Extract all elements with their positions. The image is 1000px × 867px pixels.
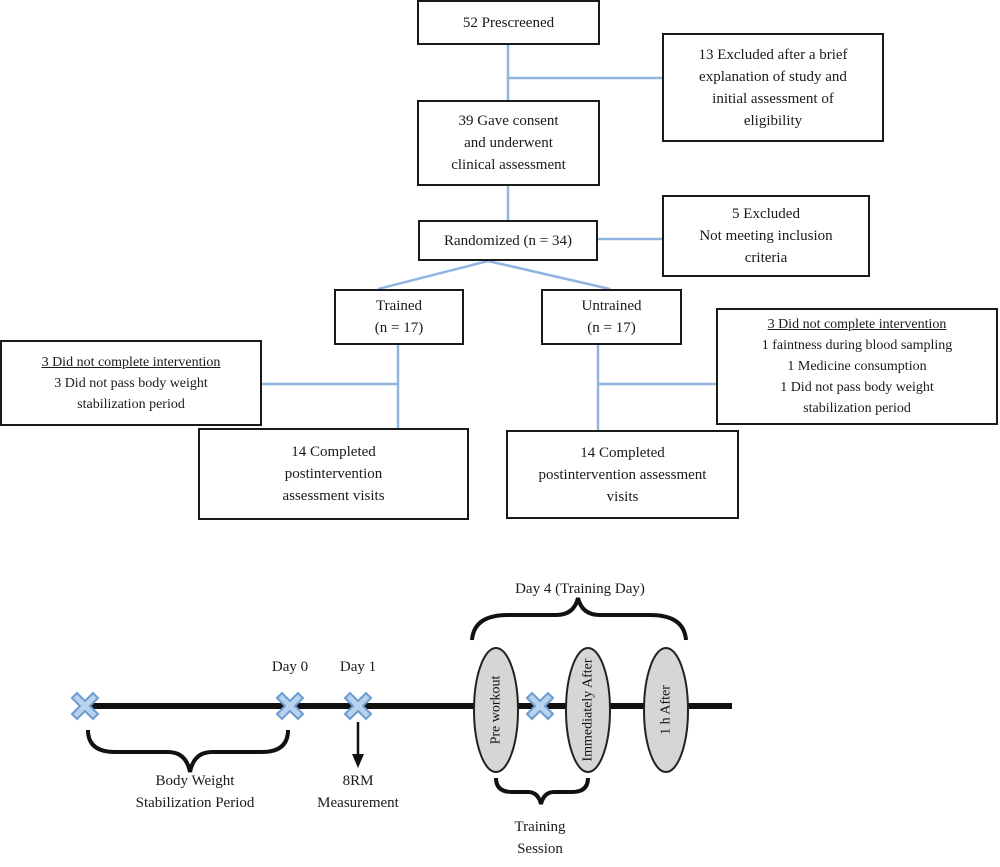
box-randomized: Randomized (n = 34) xyxy=(418,220,598,261)
untrained-dropout-line: 1 Did not pass body weight xyxy=(780,380,934,395)
untrained-dropout-line: 1 Medicine consumption xyxy=(787,359,927,374)
x-marker-start xyxy=(70,691,100,721)
trained-completed-line: postintervention xyxy=(284,466,383,482)
box-trained-dropout: 3 Did not complete intervention 3 Did no… xyxy=(0,340,262,426)
x-marker-day1 xyxy=(343,691,373,721)
untrained-count: (n = 17) xyxy=(587,320,636,336)
oval-pre-workout xyxy=(473,647,519,773)
box-untrained-completed: 14 Completed postintervention assessment… xyxy=(506,430,739,519)
stabilization-line: Stabilization Period xyxy=(135,795,255,811)
untrained-dropout-heading: 3 Did not complete intervention xyxy=(767,317,947,332)
excluded2-line: Not meeting inclusion xyxy=(699,228,833,244)
box-excluded-inclusion: 5 Excluded Not meeting inclusion criteri… xyxy=(662,195,870,277)
day-markers xyxy=(70,691,555,721)
excluded1-line: 13 Excluded after a brief xyxy=(698,46,848,63)
measurement-label: 8RM Measurement xyxy=(298,770,418,814)
training-session-line: Session xyxy=(517,841,563,857)
training-session-brace xyxy=(494,777,590,805)
randomized-text: Randomized (n = 34) xyxy=(443,232,572,249)
trained-completed-line: 14 Completed xyxy=(291,444,376,460)
untrained-completed-line: 14 Completed xyxy=(580,444,665,461)
measurement-line: 8RM xyxy=(342,773,374,789)
day0-label: Day 0 xyxy=(271,659,309,675)
stabilization-period-label: Body Weight Stabilization Period xyxy=(105,770,285,814)
untrained-label: Untrained xyxy=(581,298,642,314)
x-marker-training xyxy=(525,691,555,721)
box-excluded-eligibility: 13 Excluded after a brief explanation of… xyxy=(662,33,884,142)
consent-line: clinical assessment xyxy=(451,157,566,173)
excluded2-line: criteria xyxy=(744,250,788,266)
consent-line: and underwent xyxy=(464,135,553,151)
training-ovals xyxy=(473,647,689,773)
excluded1-line: eligibility xyxy=(743,112,803,129)
flow-connectors xyxy=(262,45,716,430)
oval-label-pre-workout: Pre workout xyxy=(489,675,504,744)
trained-dropout-line: 3 Did not pass body weight xyxy=(54,375,208,391)
day4-label: Day 4 (Training Day) xyxy=(515,581,645,597)
trained-completed-line: assessment visits xyxy=(282,488,385,504)
connector-to-trained xyxy=(377,259,489,291)
connector-to-untrained xyxy=(487,259,611,291)
box-consent: 39 Gave consent and underwent clinical a… xyxy=(417,100,600,186)
prescreened-text: 52 Prescreened xyxy=(462,14,555,31)
trained-dropout-line: stabilization period xyxy=(77,396,185,412)
consent-line: 39 Gave consent xyxy=(458,113,559,129)
x-marker-day0 xyxy=(275,691,305,721)
box-untrained: Untrained (n = 17) xyxy=(541,289,682,345)
oval-immediately-after xyxy=(565,647,611,773)
untrained-completed-line: postintervention assessment xyxy=(538,466,707,483)
stabilization-line: Body Weight xyxy=(155,773,235,789)
untrained-dropout-line: stabilization period xyxy=(803,401,911,416)
training-session-label: Training Session xyxy=(480,816,600,860)
box-trained: Trained (n = 17) xyxy=(334,289,464,345)
excluded1-line: explanation of study and xyxy=(699,68,847,85)
day1-label: Day 1 xyxy=(339,659,377,675)
trained-dropout-heading: 3 Did not complete intervention xyxy=(41,354,221,370)
excluded1-line: initial assessment of xyxy=(712,90,834,107)
box-prescreened: 52 Prescreened xyxy=(417,0,600,45)
training-session-line: Training xyxy=(514,819,566,835)
stabilization-brace xyxy=(86,729,290,773)
untrained-completed-line: visits xyxy=(606,488,639,505)
measurement-arrow-head xyxy=(352,754,364,768)
box-trained-completed: 14 Completed postintervention assessment… xyxy=(198,428,469,520)
untrained-dropout-line: 1 faintness during blood sampling xyxy=(761,338,953,353)
oval-1h-after xyxy=(643,647,689,773)
measurement-line: Measurement xyxy=(317,795,399,811)
excluded2-line: 5 Excluded xyxy=(732,206,800,222)
trained-count: (n = 17) xyxy=(374,320,424,336)
trained-label: Trained xyxy=(375,298,423,314)
training-day-brace xyxy=(470,597,688,641)
oval-label-1h-after: 1 h After xyxy=(659,685,674,735)
box-untrained-dropout: 3 Did not complete intervention 1 faintn… xyxy=(716,308,998,425)
oval-label-immediately-after: Immediately After xyxy=(581,658,596,761)
